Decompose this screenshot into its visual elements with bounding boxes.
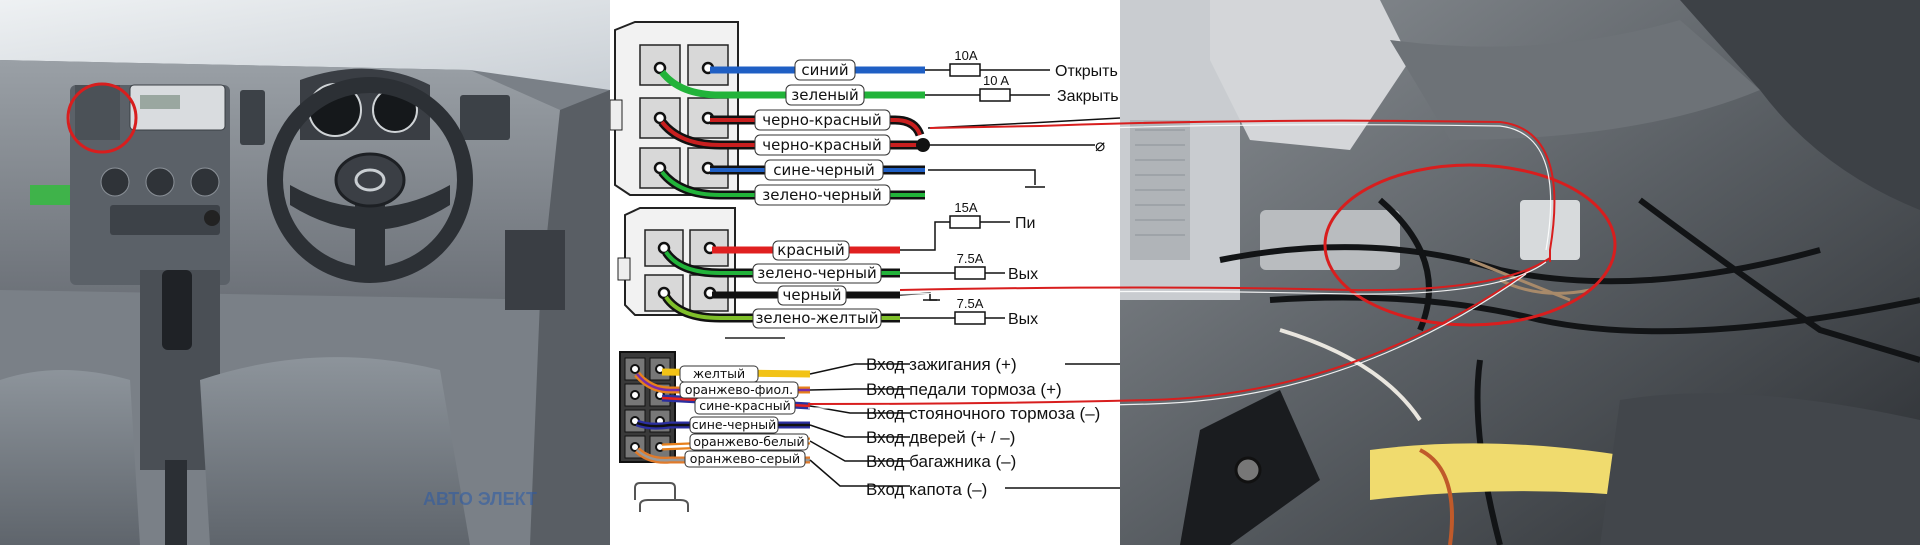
wire-c-4 (636, 421, 810, 428)
wire-a-label-5: сине-черный (773, 161, 874, 179)
wire-b-label-2: зелено-черный (757, 264, 876, 282)
wire-b-2 (664, 250, 900, 275)
wire-c-label-4: сине-черный (692, 417, 777, 432)
wiring-harness-photo (1120, 0, 1920, 545)
ground-symbol: ⌀ (1095, 136, 1105, 155)
wire-a-label-1: синий (801, 61, 848, 79)
output-b-2: Вых (1008, 266, 1038, 283)
wire-b-label-1: красный (777, 241, 844, 259)
wiring-diagram: синий зеленый черно-красный черно-красны… (610, 0, 1120, 545)
output-a-2: Закрыть (1057, 88, 1119, 105)
fuse-b-1: 15A (954, 200, 977, 215)
wire-a-4 (660, 120, 925, 147)
wire-b-label-4: зелено-желтый (755, 309, 878, 327)
wire-c-label-1: желтый (693, 366, 745, 381)
wire-c-6 (636, 449, 810, 462)
watermark-text: АВТО ЭЛЕКТ (423, 489, 537, 509)
wire-c-label-5: оранжево-белый (693, 434, 804, 449)
wire-a-3 (710, 118, 922, 136)
car-interior-photo: АВТО ЭЛЕКТ (0, 0, 610, 545)
input-c-2: Вход педали тормоза (+) (866, 380, 1062, 399)
fuse-b-2: 7.5A (957, 251, 984, 266)
output-b-1: Пи (1015, 215, 1035, 232)
wire-b-4 (664, 295, 900, 320)
wire-a-label-6: зелено-черный (762, 186, 881, 204)
output-b-3: Вых (1008, 311, 1038, 328)
wire-a-2 (659, 69, 925, 99)
input-c-6: Вход капота (–) (866, 480, 987, 499)
input-c-5: Вход багажника (–) (866, 452, 1016, 471)
wire-b-label-3: черный (782, 286, 841, 304)
fuse-b-3: 7.5A (957, 296, 984, 311)
connector-a-wires (658, 66, 930, 200)
wire-a-label-4: черно-красный (762, 136, 881, 154)
input-c-4: Вход дверей (+ / –) (866, 428, 1015, 447)
output-a-1: Открыть (1055, 63, 1118, 80)
input-c-1: Вход зажигания (+) (866, 355, 1017, 374)
wire-c-2 (636, 373, 810, 392)
fuse-a-1: 10A (954, 48, 977, 63)
wire-a-label-2: зеленый (791, 86, 858, 104)
input-c-3: Вход стояночного тормоза (–) (866, 404, 1100, 423)
wire-a-6 (660, 170, 925, 197)
wire-c-label-3: сине-красный (699, 398, 791, 413)
wire-a-label-3: черно-красный (762, 111, 881, 129)
fuse-a-2: 10 A (983, 73, 1009, 88)
wire-c-label-2: оранжево-фиол. (685, 382, 793, 397)
wire-c-label-6: оранжево-серый (690, 451, 800, 466)
